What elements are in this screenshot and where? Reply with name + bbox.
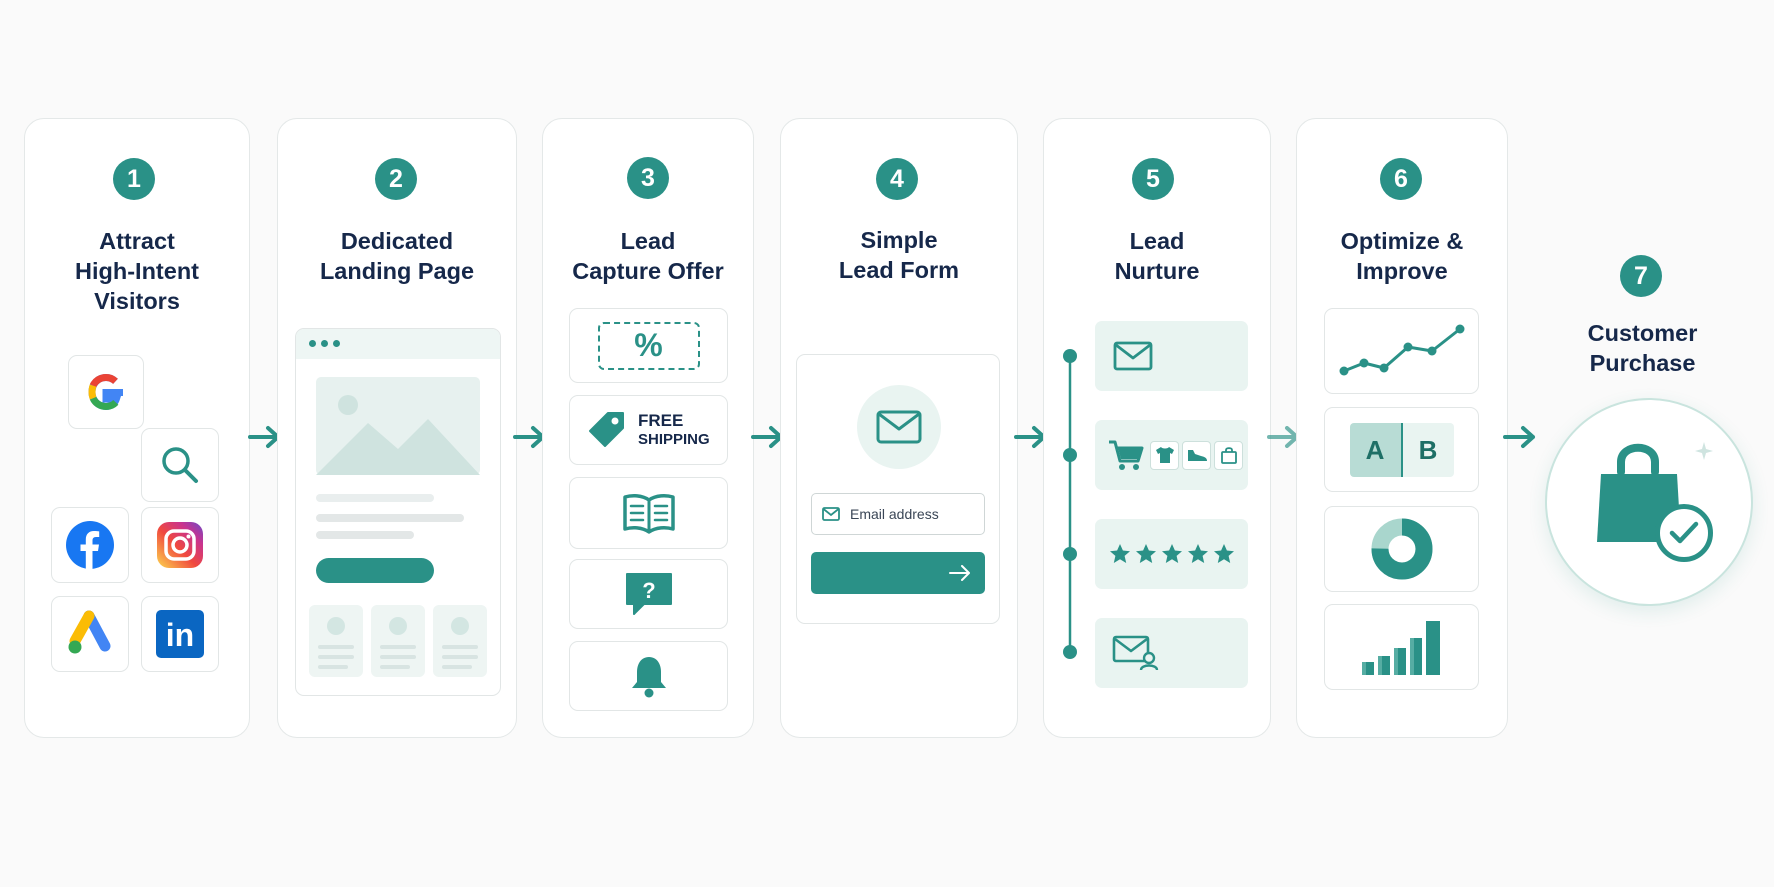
shipping-label: SHIPPING [638,431,710,448]
nurture-personal-email-row [1095,618,1248,688]
facebook-tile [51,507,129,583]
arrow-right-icon [949,565,970,581]
google-ads-logo [68,610,111,654]
variant-b: B [1402,422,1454,477]
bar-chart-tile [1324,604,1479,690]
flow-arrow-6 [1503,426,1535,448]
envelope-circle [857,385,941,469]
star-icon [1109,544,1130,563]
facebook-logo [66,521,114,569]
linkedin-tile: in [141,596,219,672]
nurture-timeline [1063,349,1077,659]
email-placeholder: Email address [850,506,939,522]
product-thumb [1182,440,1211,470]
purchase-circle [1545,398,1753,606]
envelope-icon [822,507,840,521]
nurture-email-row [1095,321,1248,391]
ab-test-variants: A B [1349,422,1454,477]
envelope-icon [1113,341,1153,371]
shopping-cart-icon [1109,440,1144,470]
question-offer-tile: ? [569,559,728,629]
svg-text:?: ? [642,578,655,603]
question-bubble-icon: ? [625,573,672,615]
step-number-3: 3 [627,157,669,199]
alert-offer-tile [569,641,728,711]
line-chart-icon [1339,324,1464,376]
bar-chart-icon [1361,621,1440,675]
variant-a: A [1349,422,1403,477]
step-title-3: Lead Capture Offer [572,228,724,284]
bell-icon [631,657,666,698]
ebook-offer-tile [569,477,728,549]
search-tile [141,428,219,502]
free-shipping-tile: FREE SHIPPING [569,395,728,465]
step-number-5: 5 [1132,158,1174,200]
email-user-icon [1112,635,1159,671]
instagram-tile [141,507,219,583]
landing-page-mockup [295,328,501,696]
step-number-1: 1 [113,158,155,200]
star-icon [1161,544,1182,563]
cta-button-shape [316,558,434,583]
step-number-2: 2 [375,158,417,200]
google-ads-tile [51,596,129,672]
google-logo-tile [68,355,144,429]
donut-chart-tile [1324,506,1479,592]
google-logo [88,373,123,411]
donut-chart-icon [1371,518,1432,580]
star-icon [1213,544,1234,563]
feature-card-icon [433,605,487,677]
step-number-6: 6 [1380,158,1422,200]
nurture-product-row [1095,420,1248,490]
search-icon [162,447,198,483]
price-tag-icon [589,412,624,447]
check-icon [1669,521,1699,544]
free-label: FREE [638,411,684,430]
feature-card-icon [371,605,425,677]
step-number-4: 4 [876,158,918,200]
step-title-6: Optimize & Improve [1340,228,1464,284]
shopping-bag-icon [1220,447,1237,464]
rating-stars [1109,544,1234,563]
check-badge [1655,504,1713,562]
instagram-logo [157,522,203,568]
step-title-2: Dedicated Landing Page [319,228,475,284]
trend-chart-tile [1324,308,1479,394]
sparkle-icon [1695,442,1713,460]
star-icon [1135,544,1156,563]
discount-offer-tile: % [569,308,728,383]
shoe-icon [1187,450,1207,461]
step-title-1: Attract High-Intent Visitors [75,228,199,314]
submit-button[interactable] [811,552,985,594]
tshirt-icon [1155,447,1174,463]
open-book-icon [622,494,675,534]
feature-card-icon [309,605,363,677]
image-placeholder-icon [316,377,480,475]
star-icon [1187,544,1208,563]
email-field[interactable]: Email address [811,493,985,535]
percent-coupon-icon: % [597,321,700,370]
product-thumb [1150,440,1179,470]
envelope-icon [876,410,922,444]
step-title-7: Customer Purchase [1587,320,1698,376]
ab-test-tile: A B [1324,407,1479,492]
step-title-4: Simple Lead Form [838,227,960,283]
lead-form-mockup: Email address [796,354,1000,624]
nurture-review-row [1095,519,1248,589]
step-title-5: Lead Nurture [1114,228,1200,284]
browser-window-icon [296,329,500,359]
linkedin-logo: in [156,610,204,658]
step-number-7: 7 [1620,255,1662,297]
product-thumb [1214,440,1243,470]
